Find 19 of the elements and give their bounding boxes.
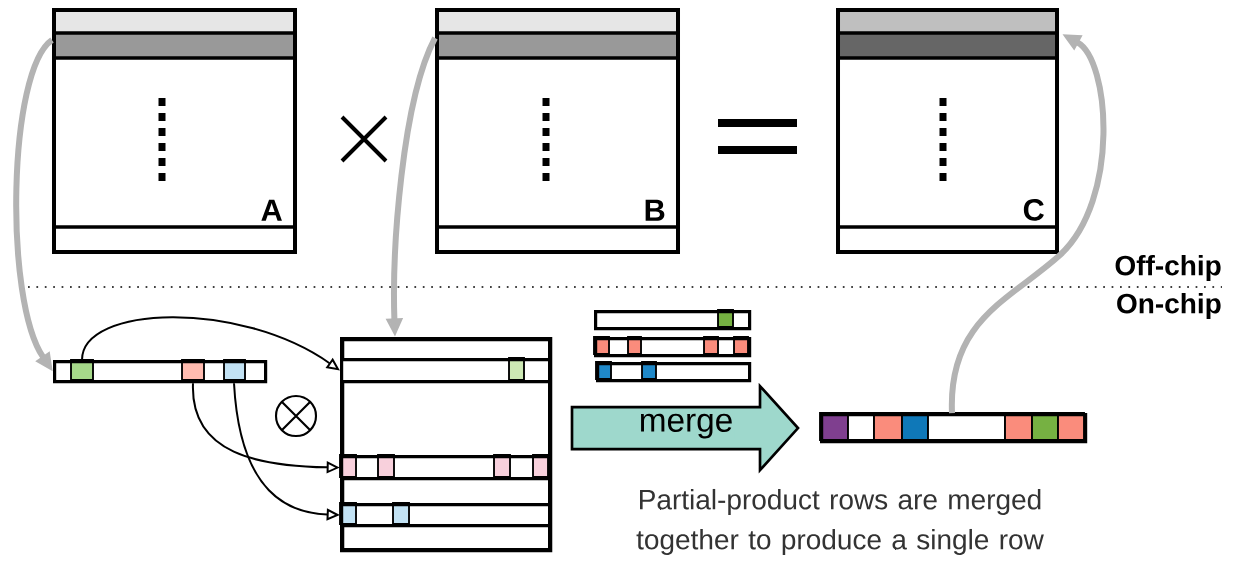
matrix-label: B xyxy=(645,199,665,221)
edge-label: merge xyxy=(637,412,735,440)
row-bar xyxy=(340,357,552,384)
arrow xyxy=(949,34,1107,414)
off-chip-label: Off-chip xyxy=(1115,254,1221,282)
row-bar xyxy=(593,336,752,358)
caption-text: Partial-product rows are merged together to produce a single row xyxy=(636,488,1044,556)
row-bar xyxy=(53,359,268,384)
matrix xyxy=(52,8,297,254)
on-chip-label: On-chip xyxy=(1117,292,1221,320)
matrix-label: C xyxy=(1023,199,1044,221)
row-bar xyxy=(595,361,752,383)
matrix-label: A xyxy=(261,199,282,221)
matrix xyxy=(836,8,1059,254)
matrix xyxy=(435,8,680,254)
row-bar xyxy=(594,309,752,331)
row-bar xyxy=(339,454,552,481)
row-bar xyxy=(339,502,552,528)
row-bar xyxy=(819,412,1088,444)
